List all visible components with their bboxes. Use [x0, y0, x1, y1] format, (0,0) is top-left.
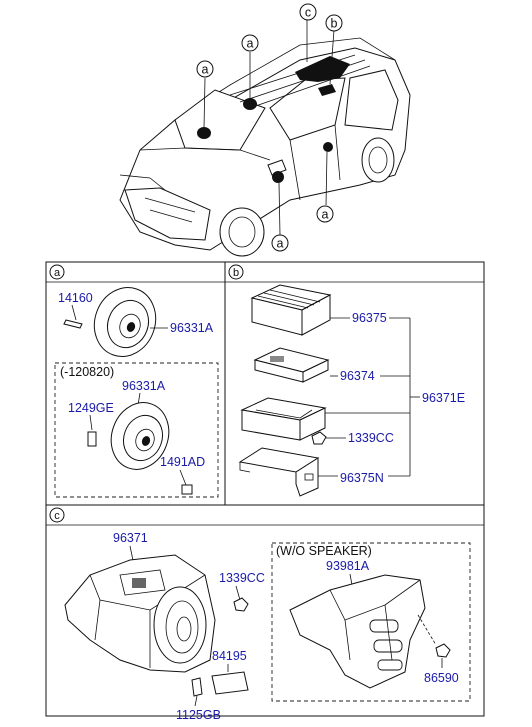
callout-label: c: [305, 6, 311, 20]
amplifier-96375: [250, 284, 332, 336]
vehicle-callout-a1: a: [196, 60, 214, 78]
part-1491ad-label: 1491AD: [160, 455, 205, 469]
callout-label: b: [331, 17, 338, 31]
part-1339cc-label: 1339CC: [219, 571, 265, 585]
part-96374-label: 96374: [340, 369, 375, 383]
part-86590-label: 86590: [424, 671, 459, 685]
variant-label: (-120820): [60, 365, 114, 379]
part-93981a-label: 93981A: [326, 559, 370, 573]
clip-icon: [181, 484, 193, 495]
panel-c-tag: c: [54, 510, 60, 522]
vehicle-callout-b: b: [325, 14, 343, 32]
callout-label: a: [202, 63, 209, 77]
vehicle-callout-a2: a: [241, 34, 259, 52]
part-1249ge-label: 1249GE: [68, 401, 114, 415]
part-96371-label: 96371: [113, 531, 148, 545]
subwoofer-enclosure-96371: [64, 554, 216, 673]
vehicle-callout-a3: a: [271, 234, 289, 252]
callout-label: a: [247, 37, 254, 51]
speaker-96331a-top: [93, 287, 157, 357]
panel-a-tag: a: [54, 267, 61, 279]
bracket-housing: [240, 397, 327, 441]
callout-label: a: [322, 208, 329, 222]
part-96375n-label: 96375N: [340, 471, 384, 485]
bolt-icon: [87, 431, 97, 447]
mounting-bracket-96375n: [238, 447, 320, 497]
part-96331a-inner-label: 96331A: [122, 379, 166, 393]
nut-icon: [311, 431, 327, 445]
bolt-icon: [191, 677, 203, 697]
nut-icon: [233, 597, 249, 612]
cover-93981a: [289, 574, 426, 689]
panel-c: c 96371 1339CC 84195 1125GB: [49, 507, 471, 722]
vehicle-callout-a4: a: [316, 205, 334, 223]
part-96331a-label: 96331A: [170, 321, 214, 335]
variant-label: (W/O SPEAKER): [276, 544, 372, 558]
part-14160-label: 14160: [58, 291, 93, 305]
label-plate-84195: [211, 671, 249, 695]
nut-icon: [435, 643, 451, 658]
part-96375-label: 96375: [352, 311, 387, 325]
screw-icon: [63, 319, 83, 329]
part-96371e-label: 96371E: [422, 391, 465, 405]
part-84195-label: 84195: [212, 649, 247, 663]
callout-label: a: [277, 237, 284, 251]
circuit-board-96374: [253, 347, 330, 383]
detail-frame: [45, 261, 485, 717]
vehicle-illustration: [119, 20, 411, 257]
speaker-96331a-inner: [110, 402, 170, 470]
panel-b-tag: b: [233, 267, 239, 279]
panel-a: a 14160 96331A (-120820) 96331A 1249GE: [49, 264, 219, 498]
panel-b: b 96375 96374 9: [228, 264, 465, 497]
part-1339cc-label: 1339CC: [348, 431, 394, 445]
vehicle-callout-c: c: [299, 3, 317, 21]
part-1125gb-label: 1125GB: [176, 708, 221, 722]
